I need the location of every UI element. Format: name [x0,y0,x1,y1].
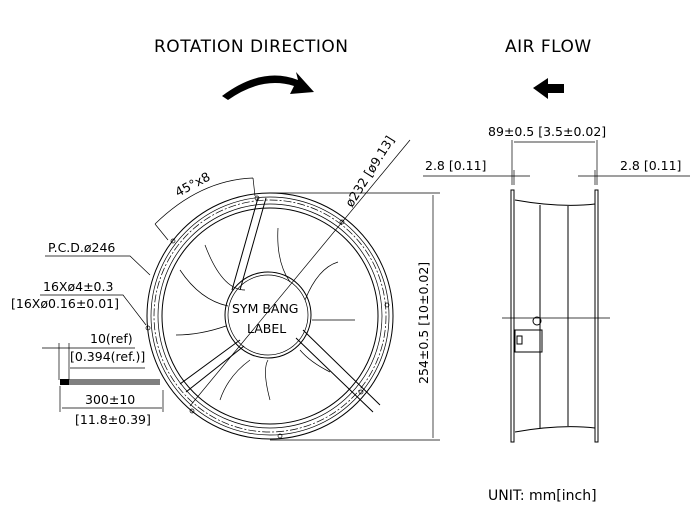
rotation-arrow-icon [222,72,314,100]
unit-note: UNIT: mm[inch] [488,488,597,504]
diameter-dimension: ø232 [ø9.13] [342,133,397,209]
holes-mm-dimension: 16Xø4±0.3 [43,279,113,294]
ref-mm-dimension: 10(ref) [90,331,133,346]
depth-dimension: 89±0.5 [3.5±0.02] [488,124,606,139]
pcd-dimension: P.C.D.ø246 [48,240,115,255]
rotation-direction-heading: ROTATION DIRECTION [154,37,349,57]
airflow-heading: AIR FLOW [505,37,592,57]
label-text-line1: SYM BANG [232,301,299,316]
airflow-arrow-icon [533,78,564,99]
lead-length-inch: [11.8±0.39] [75,412,151,427]
ref-inch-dimension: [0.394(ref.)] [70,349,145,364]
left-flange-dimension: 2.8 [0.11] [425,158,486,173]
fan-front-view: SYM BANG LABEL [60,192,394,440]
side-dimensions: 89±0.5 [3.5±0.02] 2.8 [0.11] 2.8 [0.11] [423,124,690,185]
right-flange-dimension: 2.8 [0.11] [620,158,681,173]
lead-length-mm: 300±10 [85,392,135,407]
height-dimension: 254±0.5 [10±0.02] [416,262,431,384]
holes-inch-dimension: [16Xø0.16±0.01] [11,296,119,311]
fan-side-view [502,189,610,443]
label-text-line2: LABEL [247,321,286,336]
front-dimensions: 45°x8 ø232 [ø9.13] P.C.D.ø246 16Xø4±0.3 … [11,133,440,441]
